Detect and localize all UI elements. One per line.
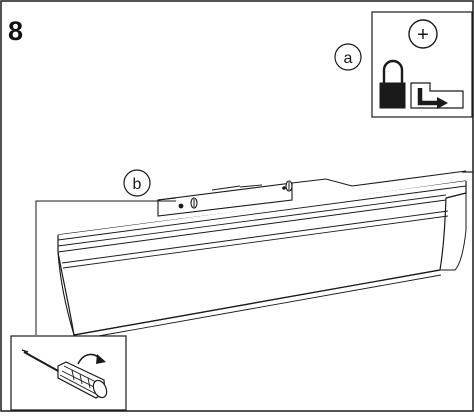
rotate-arrow-icon [410,82,464,109]
bracket-screw-left [178,197,198,209]
callout-a: a [334,43,362,71]
inset-b [10,335,127,411]
callout-b: b [123,169,151,197]
bracket-screw-right [282,180,293,192]
light-fixture-housing [57,180,467,341]
plus-circle-icon: + [408,19,438,49]
screwdriver-icon [21,349,108,399]
callout-a-label: a [344,50,353,67]
plus-symbol: + [417,24,429,46]
step-number: 8 [8,16,23,46]
callout-b-label: b [133,176,142,193]
padlock-icon [379,59,406,109]
inset-a: + [371,11,473,118]
callout-b-leader [35,200,176,335]
rotation-arrow-icon [77,353,106,365]
mounting-bracket [157,170,467,217]
